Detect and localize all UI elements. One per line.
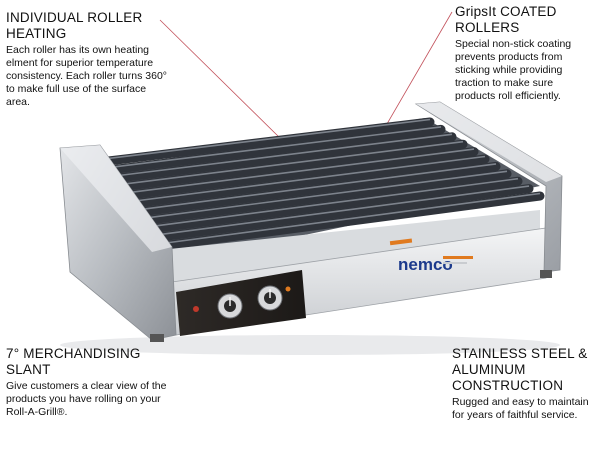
roller-highlight — [149, 177, 519, 228]
indicator-light-icon — [285, 286, 291, 292]
callout-body: Rugged and easy to maintain for years of… — [452, 396, 589, 421]
callout-roller-heating: INDIVIDUAL ROLLER HEATING Each roller ha… — [6, 10, 171, 109]
callout-heading: INDIVIDUAL ROLLER HEATING — [6, 10, 143, 41]
callout-stainless-steel: STAINLESS STEEL & ALUMINUM CONSTRUCTION … — [452, 346, 592, 422]
callout-heading: GripsIt COATED ROLLERS — [455, 4, 557, 35]
roller-highlight — [124, 148, 475, 194]
roller — [114, 139, 468, 192]
roller-highlight — [161, 192, 541, 245]
leader-line-roller-heating — [159, 19, 283, 141]
callout-coated-rollers: GripsIt COATED ROLLERS Special non-stick… — [455, 4, 595, 103]
callout-merchandising-slant: 7° MERCHANDISING SLANT Give customers a … — [6, 346, 176, 419]
svg-text:nemco: nemco — [398, 255, 453, 274]
callout-heading: STAINLESS STEEL & ALUMINUM CONSTRUCTION — [452, 346, 588, 393]
roller-highlight — [112, 133, 453, 178]
roller-highlight — [155, 185, 530, 236]
roller — [132, 161, 501, 217]
roller — [145, 176, 523, 234]
roller — [120, 147, 479, 201]
roller — [107, 132, 457, 184]
roller — [138, 169, 512, 226]
indicator-light-icon — [193, 306, 199, 312]
callout-body: Each roller has its own heating elment f… — [6, 44, 167, 108]
roller-highlight — [130, 155, 486, 203]
nemco-logo: nemco — [389, 238, 473, 274]
roller-highlight — [99, 118, 431, 161]
callout-body: Special non-stick coating prevents produ… — [455, 38, 572, 102]
roller-highlight — [137, 163, 497, 211]
roller-highlight — [143, 170, 508, 220]
rollers — [95, 117, 545, 251]
roller — [95, 117, 435, 167]
temperature-knob-right[interactable] — [257, 285, 283, 311]
roller-highlight — [118, 140, 464, 186]
roller — [157, 191, 545, 251]
callout-heading: 7° MERCHANDISING SLANT — [6, 346, 141, 377]
temperature-knob-left[interactable] — [217, 293, 243, 319]
roller — [126, 154, 490, 209]
roller — [151, 184, 534, 243]
callout-body: Give customers a clear view of the produ… — [6, 380, 167, 418]
roller-highlight — [106, 126, 442, 169]
drip-tray — [160, 210, 540, 282]
roller — [101, 124, 446, 175]
